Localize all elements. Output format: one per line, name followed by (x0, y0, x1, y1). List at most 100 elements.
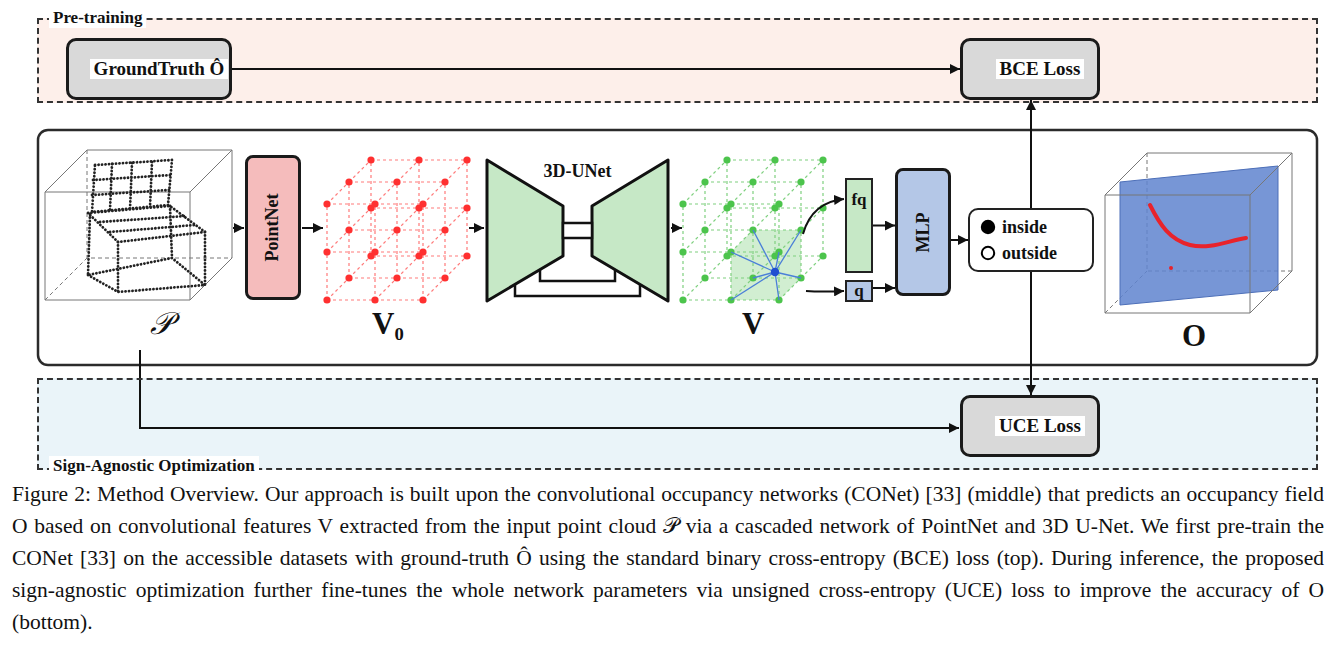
feature-grid (393, 226, 400, 233)
feature-grid (778, 204, 779, 252)
feature-grid (731, 252, 775, 272)
feature-grid (705, 256, 727, 278)
feature-grid (323, 156, 470, 303)
feature-grid (731, 278, 753, 300)
chair-point-cloud (88, 258, 205, 292)
flow-arrow (233, 227, 244, 229)
feature-grid (423, 230, 445, 252)
feature-grid (779, 182, 801, 204)
feature-grid (705, 277, 753, 278)
feature-grid (704, 230, 705, 278)
loss-box: UCE Loss (960, 395, 1100, 457)
point-cloud-cube (45, 150, 232, 300)
chair-point-cloud (88, 206, 205, 292)
occupancy-cube (1120, 166, 1278, 305)
feature-grid (779, 278, 801, 300)
feature-grid (683, 203, 731, 204)
feature-grid (374, 252, 375, 300)
feature-grid (422, 252, 423, 300)
feature-grid (397, 160, 419, 182)
feature-grid (727, 207, 775, 208)
feature-grid (375, 203, 423, 204)
feature-grid (419, 159, 467, 160)
feature-grid (753, 229, 801, 230)
point-cloud-cube (45, 150, 232, 300)
feature-grid (371, 248, 378, 255)
feature-grid (731, 203, 779, 204)
feature-grid (327, 278, 349, 300)
feature-grid (419, 200, 426, 207)
feature-grid (727, 200, 734, 207)
feature-grid (371, 200, 378, 207)
band-fill (37, 18, 1318, 470)
feature-grid (345, 226, 352, 233)
output-row: inside (980, 214, 1092, 240)
feature-grid (801, 160, 823, 182)
occupancy-cube (1169, 266, 1173, 270)
feature-grid (349, 181, 397, 182)
feature-grid (326, 204, 327, 252)
feature-grid (774, 160, 775, 208)
output-label: outside (1002, 243, 1057, 264)
feature-grid (726, 160, 727, 208)
feature-grid (727, 159, 775, 160)
feature-grid (327, 230, 349, 252)
feature-grid (774, 208, 775, 256)
feature-grid (775, 200, 782, 207)
band-heading: Pre-training (49, 8, 146, 28)
query-box: q (845, 280, 873, 302)
feature-grid (327, 203, 375, 204)
feature-grid (731, 252, 779, 300)
feature-grid (441, 226, 448, 233)
chair-point-cloud (88, 160, 205, 292)
flow-arrow (1030, 272, 1032, 395)
feature-grid (349, 160, 371, 182)
feature-grid (466, 208, 467, 256)
feature-grid (441, 274, 448, 281)
bullet-icon (980, 219, 996, 235)
feature-grid (419, 255, 467, 256)
feature-grid (393, 274, 400, 281)
feature-grid (679, 200, 686, 207)
feature-grid (396, 230, 397, 278)
output-label: inside (1002, 217, 1047, 238)
feature-grid (444, 230, 445, 278)
feature-grid (683, 182, 705, 204)
feature-grid (375, 278, 397, 300)
feature-grid (730, 204, 731, 252)
feature-grid (727, 255, 775, 256)
chair-point-cloud (100, 216, 195, 232)
feature-grid (441, 178, 448, 185)
feature-grid (726, 208, 727, 256)
figure-label: O (1182, 318, 1206, 354)
feature-grid (393, 178, 400, 185)
feature-grid (704, 182, 705, 230)
decoder-box: MLP (895, 168, 951, 296)
feature-grid (323, 200, 330, 207)
feature-grid (731, 182, 753, 204)
feature-grid (345, 274, 352, 281)
feature-grid (422, 204, 423, 252)
feature-grid (753, 277, 801, 278)
feature-grid (445, 256, 467, 278)
feature-grid (752, 182, 753, 230)
flow-arrow (873, 287, 895, 289)
feature-grid (683, 251, 731, 252)
feature-grid (731, 299, 779, 300)
feature-grid (345, 178, 352, 185)
feature-grid (397, 256, 419, 278)
flow-arrow (302, 227, 323, 229)
box-label: 3D-UNet (485, 158, 670, 181)
box-label: GroundTruth Ô (90, 59, 229, 79)
band-heading: Sign-Agnostic Optimization (49, 456, 259, 476)
feature-grid (771, 268, 779, 276)
box-label: MLP (913, 212, 934, 252)
feature-grid (375, 251, 423, 252)
feature-grid (463, 156, 470, 163)
feature-grid (705, 208, 727, 230)
band-fill (37, 18, 1318, 103)
feature-grid (415, 156, 422, 163)
flow-arrow (1030, 100, 1032, 208)
feature-grid (683, 299, 731, 300)
feature-grid (445, 160, 467, 182)
